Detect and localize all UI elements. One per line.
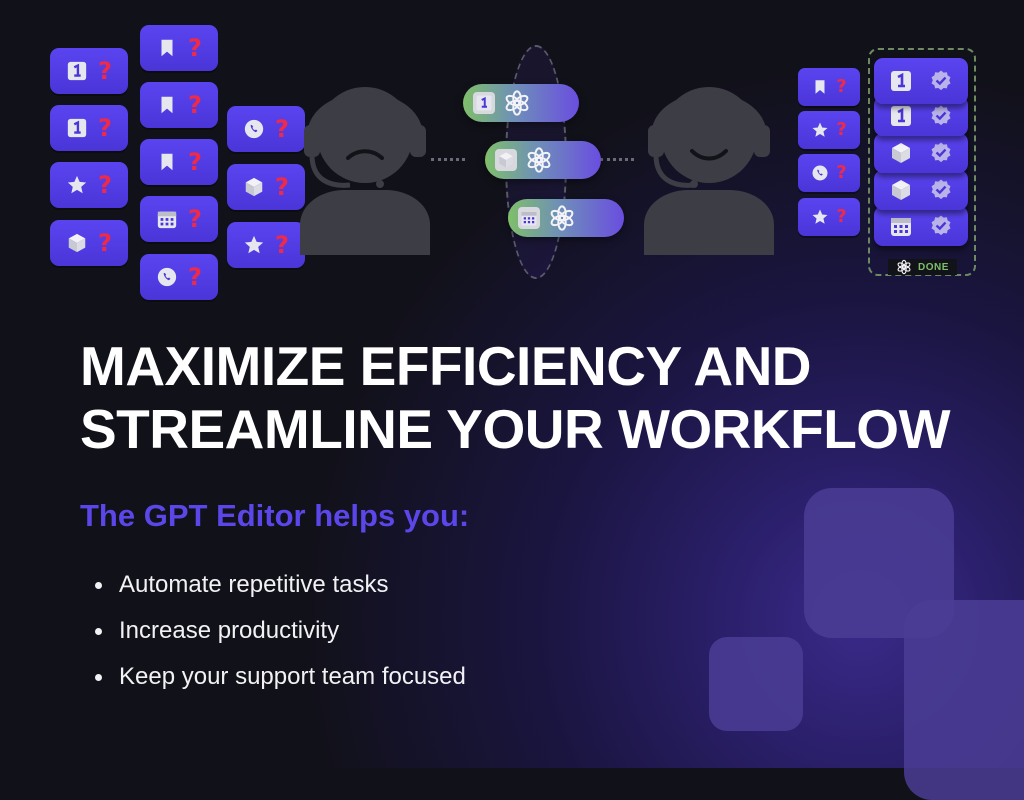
question-card: ? xyxy=(140,25,218,71)
question-mark: ? xyxy=(188,148,202,176)
question-card-small: ? xyxy=(798,68,860,106)
star-icon xyxy=(243,234,265,256)
question-card: ? xyxy=(227,222,305,268)
question-mark: ? xyxy=(275,115,289,143)
headline: MAXIMIZE EFFICIENCY AND STREAMLINE YOUR … xyxy=(80,335,951,461)
benefit-item-automate: Automate repetitive tasks xyxy=(95,562,466,608)
openai-logo-icon xyxy=(548,204,576,232)
subheading: The GPT Editor helps you: xyxy=(80,498,470,533)
question-card: ? xyxy=(227,106,305,152)
done-label-text: DONE xyxy=(918,261,949,273)
sad-support-agent-icon xyxy=(300,87,430,255)
cube-icon xyxy=(889,141,913,165)
question-mark: ? xyxy=(275,173,289,201)
resolved-card xyxy=(874,133,968,173)
happy-support-agent-icon xyxy=(644,87,774,255)
resolved-card xyxy=(874,206,968,246)
benefits-list: Automate repetitive tasks Increase produ… xyxy=(95,562,466,700)
bookmark-icon xyxy=(811,78,829,96)
question-mark: ? xyxy=(98,114,112,142)
question-mark: ? xyxy=(98,171,112,199)
benefit-item-focus: Keep your support team focused xyxy=(95,654,466,700)
decorative-block-connector xyxy=(904,600,1024,800)
headline-line-2: STREAMLINE YOUR WORKFLOW xyxy=(80,398,951,460)
check-badge-icon xyxy=(929,178,953,202)
bookmark-icon xyxy=(156,151,178,173)
openai-logo-icon xyxy=(896,259,912,275)
cube-icon xyxy=(243,176,265,198)
decorative-block-small xyxy=(709,637,803,731)
question-card: ? xyxy=(50,105,128,151)
done-badge: DONE xyxy=(888,259,957,275)
number-one-icon xyxy=(66,60,88,82)
question-card-small: ? xyxy=(798,111,860,149)
star-icon xyxy=(811,208,829,226)
done-container xyxy=(868,48,976,276)
calendar-icon xyxy=(156,208,178,230)
question-mark: ? xyxy=(836,76,847,97)
question-card: ? xyxy=(227,164,305,210)
openai-logo-icon xyxy=(525,146,553,174)
star-icon xyxy=(811,121,829,139)
phone-icon xyxy=(243,118,265,140)
phone-icon xyxy=(156,266,178,288)
check-badge-icon xyxy=(929,69,953,93)
cube-icon xyxy=(497,151,515,169)
question-mark: ? xyxy=(188,91,202,119)
connector-dots-left xyxy=(431,158,465,161)
calendar-icon xyxy=(889,214,913,238)
question-card: ? xyxy=(50,48,128,94)
question-card: ? xyxy=(140,139,218,185)
ai-pill xyxy=(508,199,624,237)
number-one-icon xyxy=(889,69,913,93)
question-mark: ? xyxy=(275,231,289,259)
calendar-icon xyxy=(520,209,538,227)
number-one-icon xyxy=(66,117,88,139)
ai-pill xyxy=(485,141,601,179)
question-mark: ? xyxy=(836,206,847,227)
check-badge-icon xyxy=(929,141,953,165)
openai-logo-icon xyxy=(503,89,531,117)
number-one-icon xyxy=(475,94,493,112)
question-card: ? xyxy=(140,254,218,300)
cube-icon xyxy=(66,232,88,254)
question-mark: ? xyxy=(98,229,112,257)
number-one-icon xyxy=(889,104,913,128)
question-card: ? xyxy=(50,162,128,208)
question-mark: ? xyxy=(836,162,847,183)
question-mark: ? xyxy=(98,57,112,85)
question-mark: ? xyxy=(836,119,847,140)
question-card-small: ? xyxy=(798,154,860,192)
connector-dots-right xyxy=(600,158,634,161)
star-icon xyxy=(66,174,88,196)
question-card: ? xyxy=(140,196,218,242)
bookmark-icon xyxy=(156,94,178,116)
resolved-card xyxy=(874,170,968,210)
headline-line-1: MAXIMIZE EFFICIENCY AND xyxy=(80,335,812,397)
benefit-item-productivity: Increase productivity xyxy=(95,608,466,654)
check-badge-icon xyxy=(929,214,953,238)
ai-pill xyxy=(463,84,579,122)
question-mark: ? xyxy=(188,34,202,62)
bookmark-icon xyxy=(156,37,178,59)
phone-icon xyxy=(811,164,829,182)
resolved-card xyxy=(874,58,968,104)
question-card-small: ? xyxy=(798,198,860,236)
cube-icon xyxy=(889,178,913,202)
question-mark: ? xyxy=(188,205,202,233)
question-card: ? xyxy=(140,82,218,128)
question-mark: ? xyxy=(188,263,202,291)
question-card: ? xyxy=(50,220,128,266)
check-badge-icon xyxy=(929,104,953,128)
